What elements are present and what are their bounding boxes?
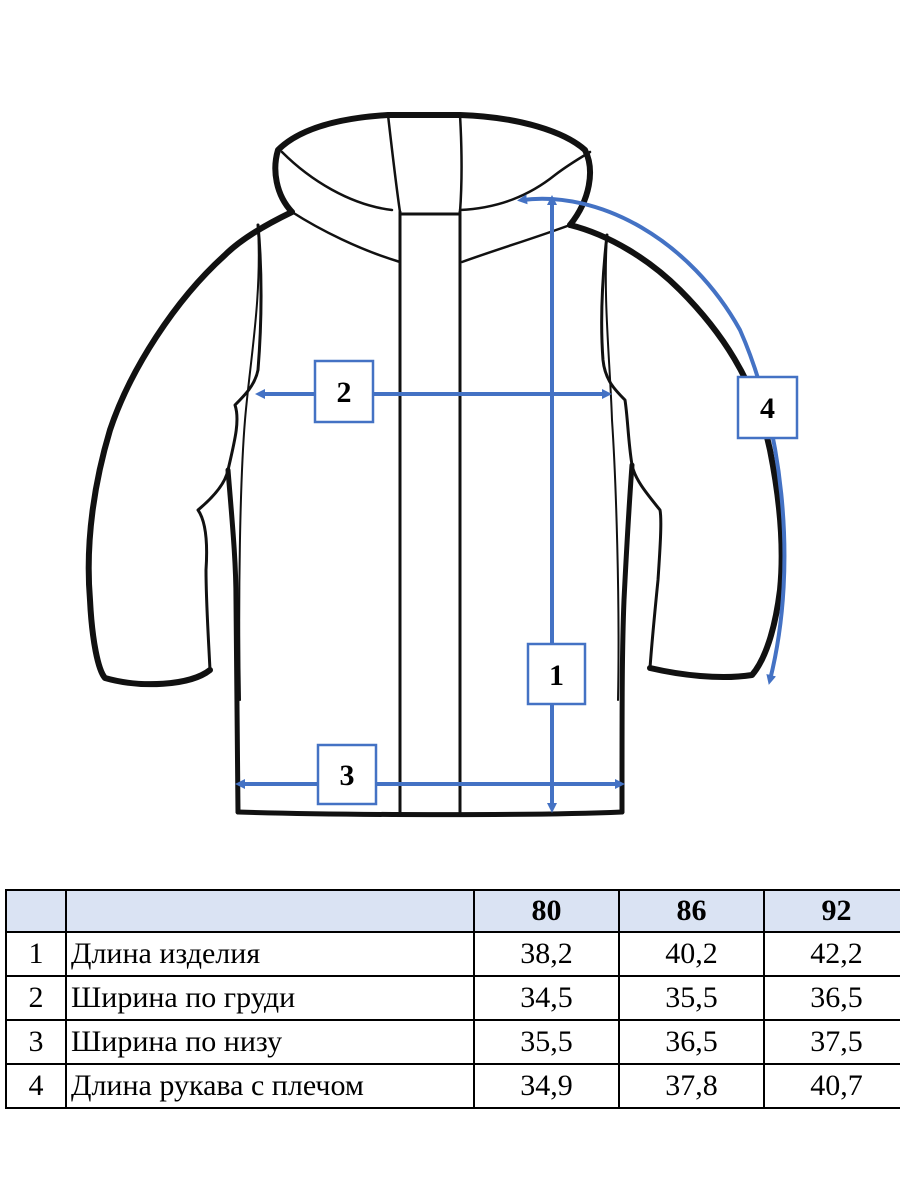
hood-center-panel: [386, 113, 463, 214]
jacket-diagram: 1 2 3 4: [85, 112, 799, 818]
size-header: 80: [473, 889, 620, 933]
measurement-arrows: [235, 194, 787, 813]
label-1: 1: [549, 659, 564, 692]
table-row: 2 Ширина по груди 34,5 35,5 36,5: [5, 975, 900, 1021]
size-header: 86: [618, 889, 765, 933]
right-sleeve-inner: [600, 233, 663, 670]
measurement-value: 37,8: [618, 1063, 765, 1109]
measurement-name: Ширина по низу: [65, 1019, 475, 1065]
table-row: 1 Длина изделия 38,2 40,2 42,2: [5, 931, 900, 977]
measurement-value: 40,2: [618, 931, 765, 977]
size-table: 80 86 92 1 Длина изделия 38,2 40,2 42,2 …: [5, 889, 900, 1109]
measurement-name: Ширина по груди: [65, 975, 475, 1021]
header-parameter: [65, 889, 475, 933]
hood-outline: [272, 112, 593, 228]
hood-face-opening: [290, 210, 572, 264]
row-number: 2: [5, 975, 67, 1021]
left-sleeve-outer: [85, 209, 295, 688]
label-3: 3: [340, 759, 355, 792]
left-front-seam: [238, 224, 260, 701]
jacket-outline: [85, 112, 785, 818]
table-row: 4 Длина рукава с плечом 34,9 37,8 40,7: [5, 1063, 900, 1109]
label-4-box: 4: [736, 375, 799, 440]
measurement-value: 34,5: [473, 975, 620, 1021]
measurement-value: 42,2: [763, 931, 900, 977]
measurement-value: 40,7: [763, 1063, 900, 1109]
measurement-name: Длина изделия: [65, 931, 475, 977]
size-header: 92: [763, 889, 900, 933]
measurement-value: 36,5: [618, 1019, 765, 1065]
header-corner: [5, 889, 67, 933]
size-header-row: 80 86 92: [5, 889, 900, 933]
jacket-hem: [235, 809, 625, 818]
hood-lining: [280, 150, 592, 212]
measurement-value: 36,5: [763, 975, 900, 1021]
measurement-value: 35,5: [618, 975, 765, 1021]
row-number: 1: [5, 931, 67, 977]
table-row: 3 Ширина по низу 35,5 36,5 37,5: [5, 1019, 900, 1065]
measurement-value: 37,5: [763, 1019, 900, 1065]
measurement-value: 34,9: [473, 1063, 620, 1109]
measurement-value: 35,5: [473, 1019, 620, 1065]
right-front-seam: [604, 234, 620, 701]
left-body-side: [225, 467, 241, 815]
label-3-box: 3: [316, 743, 378, 806]
label-2: 2: [337, 376, 352, 409]
label-1-box: 1: [526, 642, 587, 706]
measurement-value: 38,2: [473, 931, 620, 977]
label-4: 4: [760, 392, 775, 425]
zipper-placket: [398, 210, 462, 816]
sleeve-length-arrow: [517, 194, 787, 685]
row-number: 4: [5, 1063, 67, 1109]
right-body-side: [619, 462, 635, 815]
label-2-box: 2: [313, 359, 375, 424]
measurement-name: Длина рукава с плечом: [65, 1063, 475, 1109]
row-number: 3: [5, 1019, 67, 1065]
left-sleeve-inner: [196, 223, 263, 672]
